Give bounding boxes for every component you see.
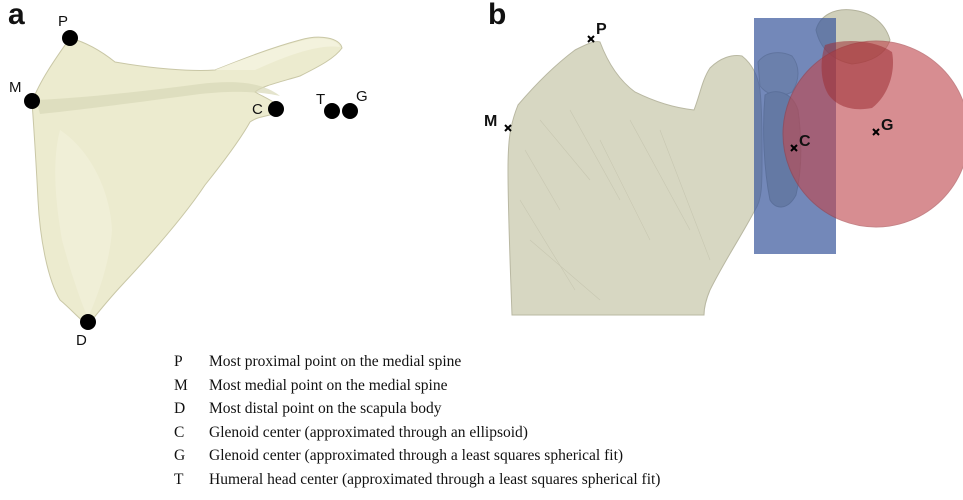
legend-key: G bbox=[170, 444, 209, 468]
landmark-c-label: C bbox=[252, 101, 263, 118]
landmark-t-marker bbox=[324, 103, 340, 119]
landmark-m-label: M bbox=[484, 113, 497, 130]
legend-description: Glenoid center (approximated through an … bbox=[209, 421, 528, 445]
landmark-c-label: C bbox=[799, 133, 811, 150]
scapula-posterior-view: P M C T G D bbox=[0, 0, 470, 345]
landmark-p-label: P bbox=[596, 21, 607, 38]
landmark-m-label: M bbox=[9, 79, 22, 96]
legend-description: Most distal point on the scapula body bbox=[209, 397, 441, 421]
panel-a-label: a bbox=[8, 0, 25, 32]
landmark-d-label: D bbox=[76, 332, 87, 345]
legend-key: D bbox=[170, 397, 209, 421]
landmark-t-label: T bbox=[316, 91, 325, 108]
landmark-g-marker bbox=[342, 103, 358, 119]
landmark-g-label: G bbox=[881, 117, 893, 134]
panel-b: b bbox=[480, 0, 963, 320]
legend-description: Most proximal point on the medial spine bbox=[209, 350, 461, 374]
landmark-p-label: P bbox=[58, 13, 68, 30]
landmark-d-marker bbox=[80, 314, 96, 330]
legend-key: M bbox=[170, 374, 209, 398]
legend-description: Most medial point on the medial spine bbox=[209, 374, 448, 398]
legend-key: C bbox=[170, 421, 209, 445]
landmark-c-marker bbox=[268, 101, 284, 117]
scapula-mesh-shape bbox=[508, 42, 762, 315]
panel-a: a P M C T G D bbox=[0, 0, 470, 345]
landmark-g-label: G bbox=[356, 88, 368, 105]
landmark-m-marker bbox=[505, 125, 511, 131]
legend-key: T bbox=[170, 468, 209, 492]
panel-b-label: b bbox=[488, 0, 506, 32]
scapula-zoom-view: P M C G bbox=[480, 0, 963, 320]
legend-description: Glenoid center (approximated through a l… bbox=[209, 444, 623, 468]
landmark-m-marker bbox=[24, 93, 40, 109]
legend-key: P bbox=[170, 350, 209, 374]
landmark-p-marker bbox=[62, 30, 78, 46]
landmark-p-marker bbox=[588, 36, 594, 42]
legend-description: Humeral head center (approximated throug… bbox=[209, 468, 660, 492]
